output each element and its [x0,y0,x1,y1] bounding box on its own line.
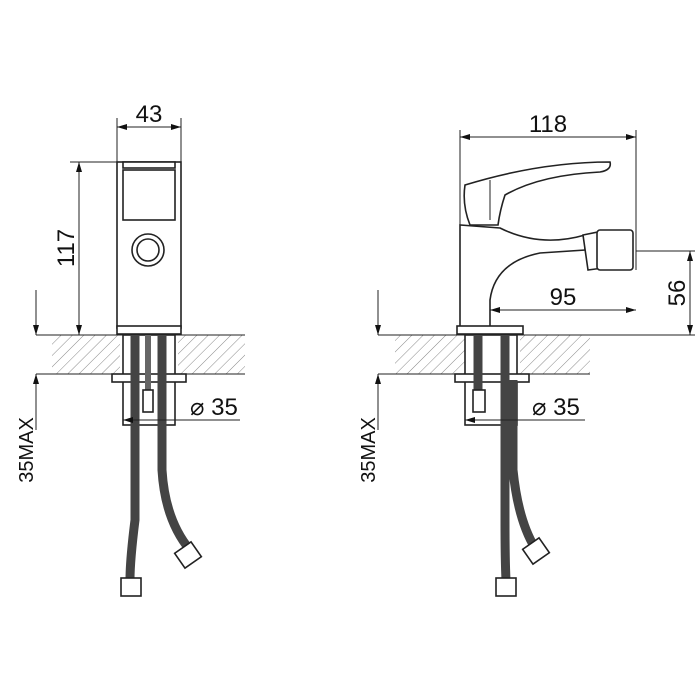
max-thickness-dimension: 35MAX [16,417,38,483]
hole-diameter-dimension: ⌀ 35 [532,394,580,421]
hole-diameter-dimension: ⌀ 35 [190,394,238,421]
width-dimension: 118 [529,111,567,138]
countertop-hatch [395,335,465,374]
side-view: 118 95 56 35MAX ⌀ 35 [358,111,695,597]
front-view: 43 117 35MAX ⌀ 35 [16,101,245,597]
max-thickness-dimension: 35MAX [358,417,380,483]
lever-handle [463,161,612,226]
hose-nut [120,577,142,597]
countertop-hatch [520,335,590,374]
countertop-hatch [52,335,120,374]
hose-nut [521,536,551,566]
hose-nut [495,577,517,597]
height-dimension: 117 [53,229,80,267]
faucet-body [459,224,586,331]
spout-height-dimension: 56 [664,280,691,307]
spout-reach-dimension: 95 [550,284,577,311]
countertop-hatch [178,335,245,374]
hose-nut [173,540,203,570]
width-dimension: 43 [136,101,163,128]
